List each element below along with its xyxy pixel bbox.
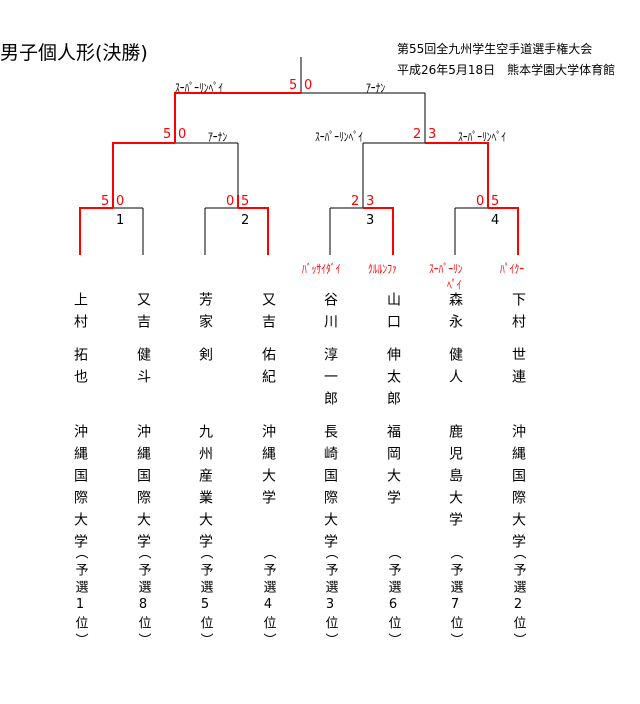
final-winner-path [174, 92, 301, 143]
team-label-bassaidai: ﾊﾞｯｻｲﾀﾞｲ [302, 262, 341, 276]
player-seed: （予選1位） [72, 546, 88, 650]
semi2-right-team: ｽｰﾊﾟｰﾘﾝﾍﾟｲ [458, 130, 507, 144]
player-seed: （予選4位） [260, 546, 276, 650]
m2-right-score: 5 [241, 194, 250, 209]
match-number-3: 3 [366, 213, 375, 228]
final-left-team: ｽｰﾊﾟｰﾘﾝﾍﾟｲ [175, 81, 224, 95]
final-left-score: 5 [289, 78, 298, 93]
semi2-left-score: 2 [413, 127, 422, 142]
m4-winner-path [488, 207, 519, 255]
player-surname: 又吉 [260, 292, 276, 336]
m1-right-score: 0 [116, 194, 125, 209]
team-label-suparinpei: ｽｰﾊﾟｰﾘﾝ [429, 262, 463, 276]
player-given: 伸太郎 [385, 347, 401, 413]
player-surname: 谷川 [322, 292, 338, 336]
player-seed: （予選6位） [385, 546, 401, 650]
player-surname: 芳家 [197, 292, 213, 336]
player-surname: 又吉 [135, 292, 151, 336]
m4-left-score: 0 [476, 194, 485, 209]
m2-winner-path [238, 207, 269, 255]
semi2-left-team: ｽｰﾊﾟｰﾘﾝﾍﾟｲ [315, 130, 364, 144]
player-university: 沖縄国際大学 [72, 424, 88, 556]
match-number-4: 4 [491, 213, 500, 228]
player-seed: （予選5位） [197, 546, 213, 650]
player-seed: （予選3位） [322, 546, 338, 650]
team-label-suparinpei-cont: ﾍﾟｲ [447, 278, 462, 292]
player-given: 佑紀 [260, 347, 276, 391]
m4-right-score: 5 [491, 194, 500, 209]
final-right-score: 0 [304, 78, 313, 93]
date-venue: 平成26年5月18日 熊本学園大学体育館 [397, 63, 616, 77]
player-university: 鹿児島大学 [447, 424, 463, 534]
m2-left-score: 0 [226, 194, 235, 209]
player-university: 沖縄国際大学 [510, 424, 526, 556]
semi2-right-score: 3 [428, 127, 437, 142]
page-title: 男子個人形(決勝) [0, 42, 148, 64]
semi1-right-score: 0 [178, 127, 187, 142]
m1-winner-path [79, 207, 113, 255]
player-given: 剣 [197, 347, 213, 369]
player-given: 拓也 [72, 347, 88, 391]
m3-right-score: 3 [366, 194, 375, 209]
team-label-kururunfa: ｸﾙﾙﾝﾌｧ [368, 262, 397, 276]
player-university: 九州産業大学 [197, 424, 213, 556]
player-given: 世連 [510, 347, 526, 391]
player-given: 淳一郎 [322, 347, 338, 413]
player-surname: 下村 [510, 292, 526, 336]
player-university: 長崎国際大学 [322, 424, 338, 556]
player-seed: （予選8位） [135, 546, 151, 650]
team-label-paikuu: ﾊﾟｲｸｰ [500, 262, 525, 276]
player-surname: 上村 [72, 292, 88, 336]
player-given: 健斗 [135, 347, 151, 391]
m1-left-score: 5 [101, 194, 110, 209]
player-university: 沖縄大学 [260, 424, 276, 512]
player-university: 福岡大学 [385, 424, 401, 512]
player-surname: 山口 [385, 292, 401, 336]
final-right-team: ｱｰﾅﾝ [366, 81, 386, 95]
m3-left-score: 2 [351, 194, 360, 209]
player-seed: （予選2位） [510, 546, 526, 650]
player-university: 沖縄国際大学 [135, 424, 151, 556]
semi1-right-team: ｱｰﾅﾝ [208, 130, 228, 144]
semi2-winner-path [425, 142, 489, 208]
match-number-1: 1 [116, 213, 125, 228]
player-seed: （予選7位） [447, 546, 463, 650]
m3-winner-path [363, 207, 394, 255]
semi1-left-score: 5 [163, 127, 172, 142]
match-number-2: 2 [241, 213, 250, 228]
player-surname: 森永 [447, 292, 463, 336]
tournament-name: 第55回全九州学生空手道選手権大会 [397, 42, 593, 56]
player-given: 健人 [447, 347, 463, 391]
